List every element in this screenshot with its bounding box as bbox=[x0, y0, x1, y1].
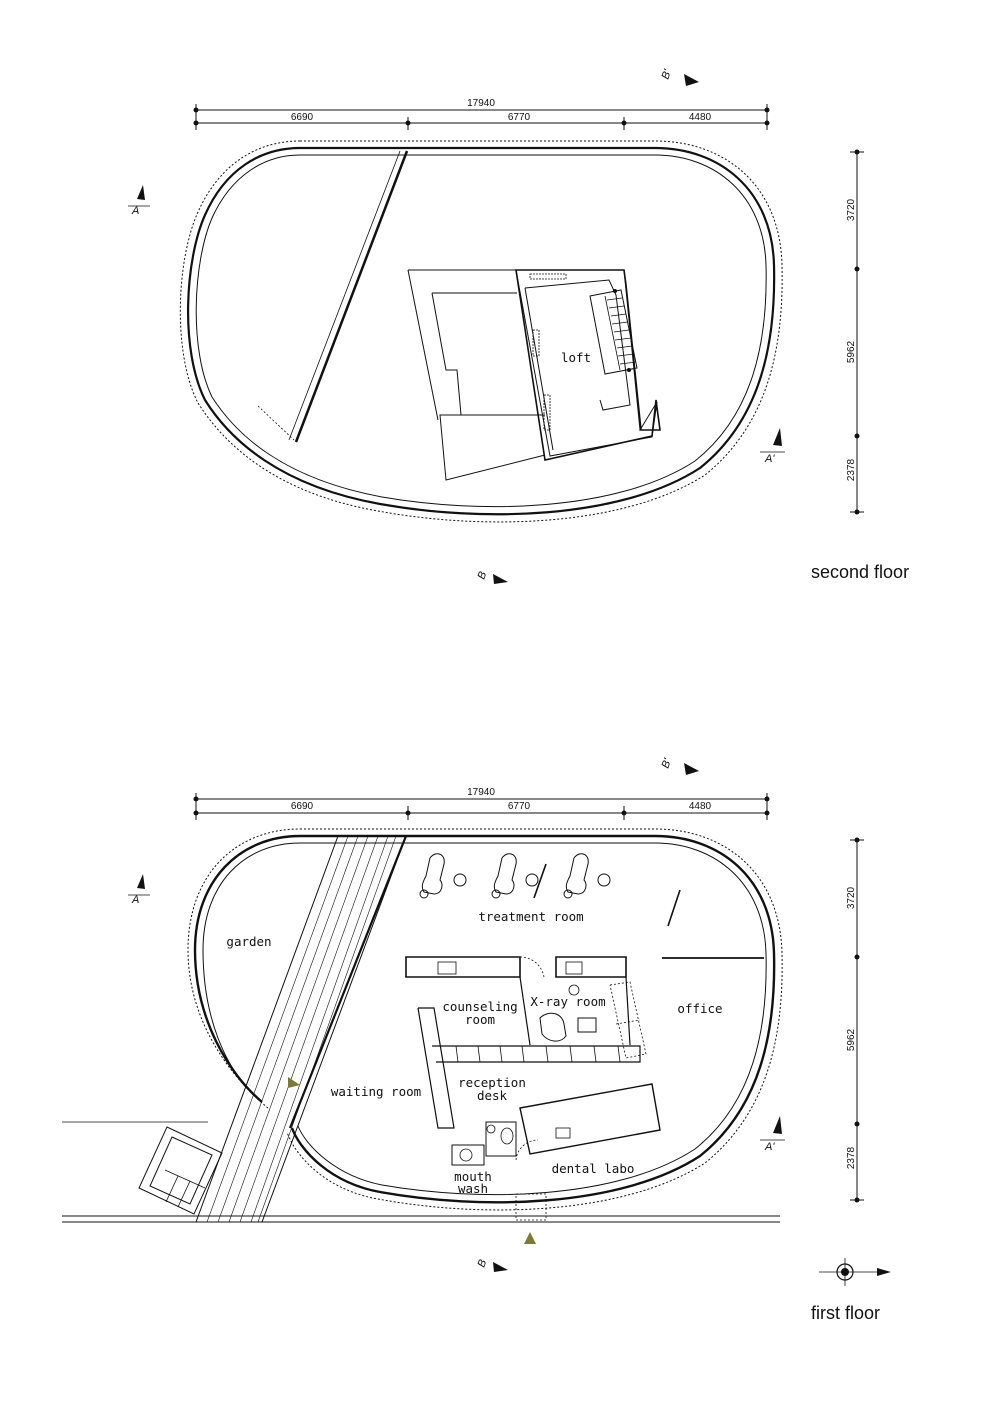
svg-text:B': B' bbox=[660, 67, 675, 81]
core-block bbox=[405, 956, 661, 1221]
dental-chairs bbox=[419, 853, 681, 927]
room-label-treatment-room: treatment room bbox=[478, 909, 583, 924]
floor-below-outline bbox=[407, 269, 546, 481]
entrance-arrow-icon bbox=[524, 1232, 536, 1244]
room-labels: garden treatment room counseling room X-… bbox=[226, 909, 722, 1196]
second-floor-title: second floor bbox=[811, 562, 910, 582]
room-label-waiting-room: waiting room bbox=[331, 1084, 421, 1099]
first-floor-outer-wall bbox=[187, 828, 783, 1211]
svg-text:A: A bbox=[131, 894, 139, 906]
entrance-arrow-icon bbox=[288, 1077, 300, 1088]
diagonal-wall bbox=[294, 150, 409, 443]
stair bbox=[589, 289, 638, 375]
walkway bbox=[195, 835, 408, 1223]
loft-room: loft bbox=[515, 269, 661, 461]
room-label-office: office bbox=[677, 1001, 722, 1016]
svg-text:B': B' bbox=[660, 756, 675, 770]
dimension-label: 4480 bbox=[689, 801, 712, 812]
first-floor-side-dimensions: 3720 5962 2378 bbox=[846, 837, 864, 1203]
second-floor-outer-wall bbox=[179, 140, 783, 523]
section-mark-a-left: A bbox=[128, 185, 150, 217]
north-compass-icon bbox=[819, 1258, 891, 1286]
dimension-label: 2378 bbox=[846, 458, 857, 481]
room-label-dental-labo: dental labo bbox=[552, 1161, 635, 1176]
section-mark-b-bottom: B bbox=[476, 570, 508, 584]
svg-text:A: A bbox=[131, 205, 139, 217]
room-label-reception-desk: reception bbox=[458, 1075, 526, 1090]
room-label-garden: garden bbox=[226, 934, 271, 949]
stair-first-floor bbox=[609, 981, 647, 1059]
section-mark-a-right: A' bbox=[760, 428, 785, 465]
first-floor-title: first floor bbox=[811, 1303, 881, 1323]
dimension-label: 3720 bbox=[846, 198, 857, 221]
svg-text:B: B bbox=[476, 570, 490, 581]
dimension-label: 3720 bbox=[846, 886, 857, 909]
dental-chair-icon bbox=[491, 853, 539, 899]
room-label-counseling: room bbox=[465, 1012, 495, 1027]
section-mark-b-top: B' bbox=[660, 67, 699, 86]
dimension-label: 2378 bbox=[846, 1146, 857, 1169]
dimension-label: 6690 bbox=[291, 801, 314, 812]
overall-dimension-label: 17940 bbox=[467, 787, 495, 798]
dimension-label: 5962 bbox=[846, 1028, 857, 1051]
dental-chair-icon bbox=[563, 853, 611, 899]
first-floor-top-dimensions: 17940 6690 6770 4480 bbox=[193, 787, 770, 820]
second-floor-plan: 17940 6690 6770 4480 3720 5962 2378 bbox=[128, 67, 864, 584]
svg-text:A': A' bbox=[764, 1141, 775, 1153]
room-label-mouth-wash: wash bbox=[458, 1181, 488, 1196]
section-mark-a-right: A' bbox=[760, 1116, 785, 1153]
room-label-mouth-wash: mouth bbox=[454, 1169, 492, 1184]
second-floor-side-dimensions: 3720 5962 2378 bbox=[846, 149, 864, 515]
xray-unit-icon bbox=[539, 984, 597, 1042]
svg-text:B: B bbox=[476, 1258, 490, 1269]
room-label-counseling: counseling bbox=[442, 999, 517, 1014]
gate-structure bbox=[138, 1126, 223, 1215]
diagonal-wall-inner bbox=[288, 150, 401, 441]
svg-text:A': A' bbox=[764, 453, 775, 465]
restroom bbox=[485, 1121, 517, 1157]
section-mark-b-bottom: B bbox=[476, 1258, 508, 1272]
dental-chair-icon bbox=[419, 853, 467, 899]
dimension-label: 4480 bbox=[689, 112, 712, 123]
overall-dimension-label: 17940 bbox=[467, 98, 495, 109]
section-mark-a-left: A bbox=[128, 874, 150, 906]
first-floor-plan: 17940 6690 6770 4480 3720 5962 2378 bbox=[62, 756, 891, 1286]
room-label-loft: loft bbox=[561, 350, 591, 365]
dimension-label: 6690 bbox=[291, 112, 314, 123]
section-mark-b-top: B' bbox=[660, 756, 699, 775]
mouth-wash-sink bbox=[451, 1144, 485, 1166]
second-floor-top-dimensions: 17940 6690 6770 4480 bbox=[193, 98, 770, 130]
room-label-reception-desk: desk bbox=[477, 1088, 508, 1103]
dimension-label: 5962 bbox=[846, 340, 857, 363]
dimension-label: 6770 bbox=[508, 801, 531, 812]
dimension-label: 6770 bbox=[508, 112, 531, 123]
room-label-xray-room: X-ray room bbox=[530, 994, 605, 1009]
